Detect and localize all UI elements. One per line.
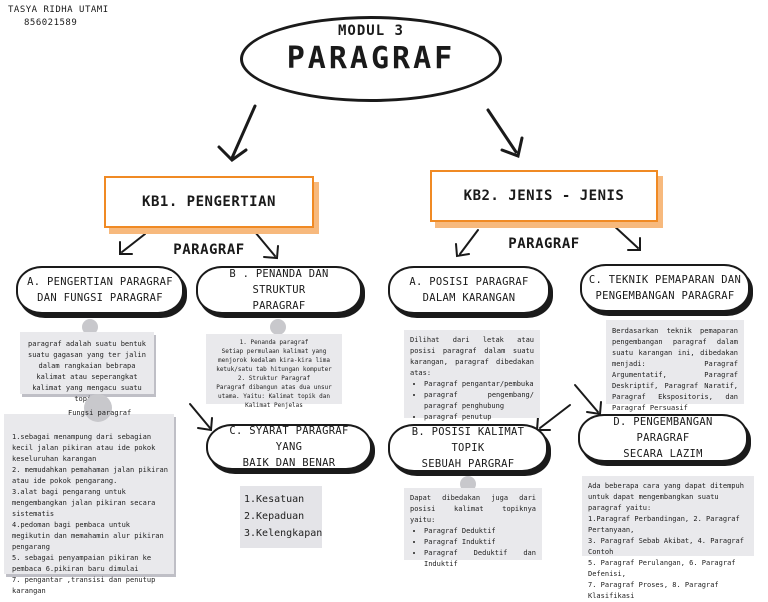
kb2-b-list: Paragraf Deduktif Paragraf Induktif Para… <box>410 526 536 570</box>
kb2-b-title: B. POSISI KALIMAT TOPIK SEBUAH PARGRAF <box>388 424 548 472</box>
arrow-kb1-to-b <box>254 231 276 257</box>
kb1-b-title-line2: PARAGRAF <box>252 300 306 312</box>
kb2-a-intro: Dilihat dari letak atau posisi paragraf … <box>410 336 534 377</box>
kb1-b-note: 1. Penanda paragraf Setiap permulaan kal… <box>206 334 342 409</box>
fungsi-item: 7. pengantar ,transisi dan penutup karan… <box>12 576 156 595</box>
kb2-b-title-line2: SEBUAH PARGRAF <box>421 458 515 470</box>
author-name: TASYA RIDHA UTAMI <box>8 5 109 15</box>
kb2-b-intro: Dapat dibedakan juga dari posisi kalimat… <box>410 494 536 524</box>
note-line: 1.Paragraf Perbandingan, 2. Paragraf Per… <box>588 515 740 534</box>
list-item: Paragraf Deduktif <box>424 526 536 537</box>
kb2-c-note: Berdasarkan teknik pemaparan pengembanga… <box>606 320 744 412</box>
syarat-item: 1.Kesatuan <box>244 494 305 505</box>
kb2-a-title: A. POSISI PARAGRAF DALAM KARANGAN <box>388 266 550 314</box>
kb2-d-title: D. PENGEMBANGAN PARAGRAF SECARA LAZIM <box>578 414 748 462</box>
fungsi-item: 3.alat bagi pengarang untuk mengembangka… <box>12 488 156 518</box>
kb2-b-note: Dapat dibedakan juga dari posisi kalimat… <box>404 488 542 568</box>
note-line: 7. Paragraf Proses, 8. Paragraf Klasifik… <box>588 581 719 600</box>
syarat-item: 3.Kelengkapan <box>244 528 323 539</box>
kb2-a-title-line1: A. POSISI PARAGRAF <box>409 276 529 288</box>
note-line: Setiap permulaan kalimat yang menjorok k… <box>216 348 332 373</box>
kb1-a-title: A. PENGERTIAN PARAGRAF DAN FUNGSI PARAGR… <box>16 266 184 314</box>
author-info: TASYA RIDHA UTAMI 856021589 <box>8 4 109 30</box>
fungsi-item: 5. sebagai penyampaian pikiran ke pembac… <box>12 554 152 573</box>
author-nim: 856021589 <box>24 18 78 28</box>
kb1-fungsi-note: 1.sebagai menampung dari sebagian kecil … <box>4 414 174 595</box>
note-line: 3. Paragraf Sebab Akibat, 4. Paragraf Co… <box>588 537 744 556</box>
kb2-a-title-line2: DALAM KARANGAN <box>422 292 516 304</box>
kb1-a-title-line1: A. PENGERTIAN PARAGRAF <box>27 276 173 288</box>
arrow-title-to-kb2 <box>486 108 518 154</box>
kb2-d-title-line2: SECARA LAZIM <box>623 448 703 460</box>
fungsi-item: 1.sebagai menampung dari sebagian kecil … <box>12 433 156 463</box>
kb1-c-note: 1.Kesatuan 2.Kepaduan 3.Kelengkapan <box>240 486 322 548</box>
arrow-kb2-to-c <box>611 223 639 249</box>
list-item: Paragraf Deduktif dan Induktif <box>424 548 536 570</box>
list-item: Paragraf Induktif <box>424 537 536 548</box>
module-label: MODUL 3 <box>337 23 404 39</box>
kb1-c-title-line1: C. SYARAT PARAGRAF YANG <box>229 425 349 453</box>
kb2-c-title-line1: C. TEKNIK PEMAPARAN DAN <box>588 274 742 286</box>
title-bubble: MODUL 3 PARAGRAF <box>240 16 502 102</box>
note-line: Paragraf dibangun atas dua unsur utama. … <box>216 384 332 409</box>
arrow-kb1-to-a <box>121 233 146 253</box>
kb1-b-title: B . PENANDA DAN STRUKTUR PARAGRAF <box>196 266 362 314</box>
arrow-b-to-c <box>189 403 211 429</box>
list-item: paragraf penutup <box>424 412 534 423</box>
page-title: PARAGRAF <box>286 41 456 76</box>
fungsi-item: 4.pedoman bagi pembaca untuk megikutin d… <box>12 521 164 551</box>
kb2-d-title-line1: D. PENGEMBANGAN PARAGRAF <box>613 416 713 444</box>
pin-icon <box>270 319 286 335</box>
pin-icon <box>82 319 98 335</box>
kb1-a-title-line2: DAN FUNGSI PARAGRAF <box>37 292 163 304</box>
pin-icon <box>84 394 112 422</box>
arrow-kb2a-to-b <box>539 404 571 429</box>
kb1-header: KB1. PENGERTIAN PARAGRAF <box>104 176 314 258</box>
note-line: 2. Struktur Paragraf <box>237 375 311 382</box>
arrow-kb2-to-a <box>459 229 479 255</box>
kb2-b-title-line1: B. POSISI KALIMAT TOPIK <box>411 426 525 454</box>
fungsi-title: Fungsi paragraf <box>68 409 132 417</box>
syarat-item: 2.Kepaduan <box>244 511 305 522</box>
fungsi-item: 2. memudahkan pemahaman jalan pikiran at… <box>12 466 168 485</box>
kb1-c-title: C. SYARAT PARAGRAF YANG BAIK DAN BENAR <box>206 424 372 470</box>
note-line: 5. Paragraf Perulangan, 6. Paragraf Defe… <box>588 559 736 578</box>
arrow-title-to-kb1 <box>230 104 257 160</box>
kb1-b-title-line1: B . PENANDA DAN STRUKTUR <box>229 268 329 296</box>
note-line: 1. Penanda paragraf <box>239 339 309 346</box>
arrow-kb2c-to-d <box>574 384 599 413</box>
kb2-a-list: Paragraf pengantar/pembuka paragraf peng… <box>410 379 534 423</box>
kb2-c-title-line2: PENGEMBANGAN PARAGRAF <box>595 290 735 302</box>
list-item: Paragraf pengantar/pembuka <box>424 379 534 390</box>
kb2-header: KB2. JENIS - JENIS PARAGRAF <box>430 170 658 252</box>
note-line: Ada beberapa cara yang dapat ditempuh un… <box>588 482 744 512</box>
kb1-a-note: paragraf adalah suatu bentuk suatu gagas… <box>20 332 154 403</box>
kb1-c-title-line2: BAIK DAN BENAR <box>242 457 336 469</box>
kb2-c-title: C. TEKNIK PEMAPARAN DAN PENGEMBANGAN PAR… <box>580 264 750 312</box>
kb2-d-note: Ada beberapa cara yang dapat ditempuh un… <box>582 476 754 600</box>
kb2-a-note: Dilihat dari letak atau posisi paragraf … <box>404 330 540 421</box>
list-item: paragraf pengembang/ paragraf penghubung <box>424 390 534 412</box>
